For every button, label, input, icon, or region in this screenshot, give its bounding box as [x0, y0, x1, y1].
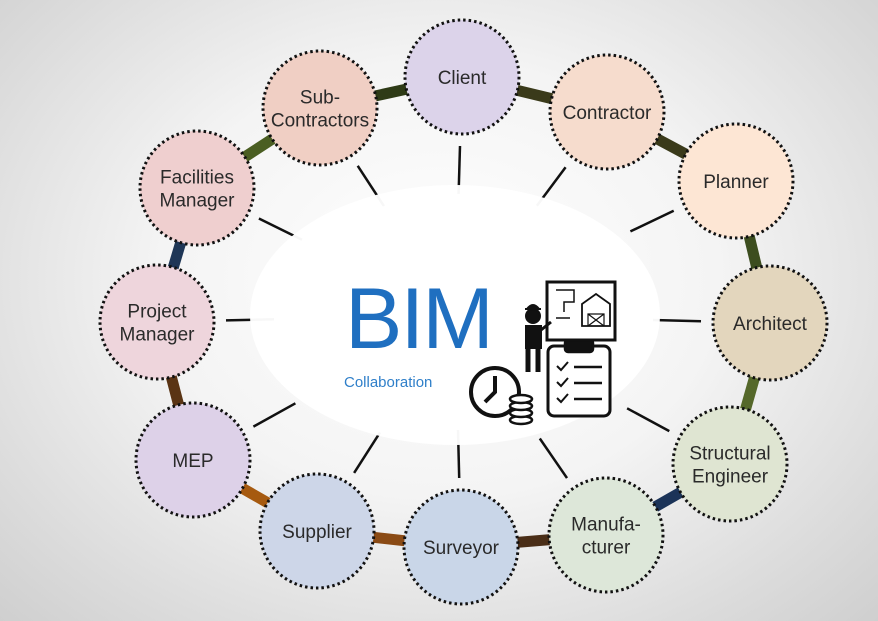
node-client: Client: [403, 18, 521, 136]
bim-title: BIM: [345, 271, 492, 367]
spoke-line: [626, 407, 670, 433]
node-label: Structural: [689, 444, 770, 465]
node-label: cturer: [582, 538, 631, 559]
node-label: Supplier: [282, 522, 352, 543]
spoke-line: [538, 437, 569, 479]
node-supplier: Supplier: [258, 472, 376, 590]
collaboration-label: Collaboration: [344, 374, 432, 391]
node-circle: [258, 472, 376, 590]
node-circle: [98, 263, 216, 381]
node-label: Client: [438, 68, 487, 89]
node-circle: [138, 129, 256, 247]
node-label: Contractors: [271, 111, 369, 132]
node-circle: [403, 18, 521, 136]
node-planner: Planner: [677, 122, 795, 240]
clipboard-checklist-icon: [546, 338, 612, 418]
node-circle: [261, 49, 379, 167]
node-mep: MEP: [134, 401, 252, 519]
node-circle: [671, 405, 789, 523]
node-label: Manufa-: [571, 515, 641, 536]
node-label: Facilities: [160, 168, 234, 189]
spoke-line: [629, 209, 675, 233]
node-label: Sub-: [300, 88, 340, 109]
node-label: Planner: [703, 172, 769, 193]
node-circle: [677, 122, 795, 240]
spoke-line: [652, 318, 702, 323]
node-label: Manager: [160, 191, 236, 212]
node-contractor: Contractor: [548, 53, 666, 171]
node-circle: [547, 476, 665, 594]
node-circle: [548, 53, 666, 171]
node-label: Manager: [120, 325, 196, 346]
node-circle: [711, 264, 829, 382]
node-manufacturer: Manufa-cturer: [547, 476, 665, 594]
spoke-line: [353, 431, 382, 474]
node-label: Architect: [733, 314, 808, 335]
node-sub-contractors: Sub-Contractors: [261, 49, 379, 167]
node-surveyor: Surveyor: [402, 488, 520, 606]
node-circle: [134, 401, 252, 519]
node-circle: [402, 488, 520, 606]
construction-worker-blueprint-icon: [525, 280, 617, 372]
node-label: Project: [127, 302, 187, 323]
node-label: Engineer: [692, 467, 769, 488]
spoke-line: [252, 402, 297, 428]
node-label: MEP: [172, 451, 213, 472]
clock-coins-icon: [469, 366, 534, 426]
stakeholder-nodes: ClientContractorPlannerArchitectStructur…: [98, 18, 829, 606]
node-architect: Architect: [711, 264, 829, 382]
node-label: Contractor: [563, 103, 652, 124]
node-label: Surveyor: [423, 538, 500, 559]
